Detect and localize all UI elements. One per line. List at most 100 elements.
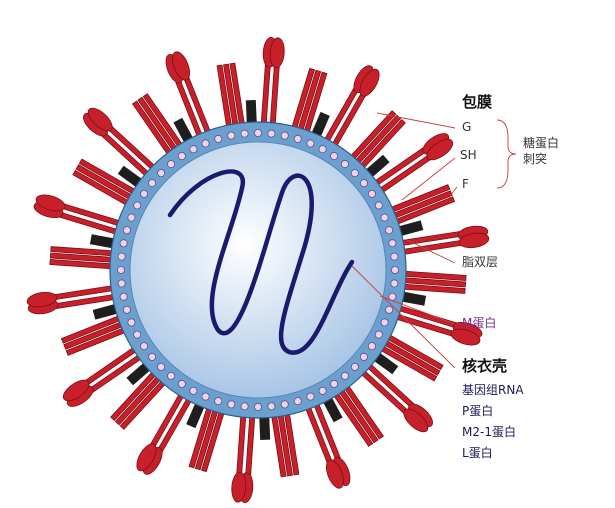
glycoprotein-spike: [369, 133, 454, 197]
m-protein-bead: [280, 131, 289, 140]
m-protein-bead: [318, 386, 327, 395]
sh-protein-block: [89, 234, 114, 249]
m-protein-bead: [267, 402, 276, 411]
sh-protein-block: [245, 99, 257, 123]
glycoprotein-spike: [398, 270, 467, 306]
label-g: G: [462, 120, 472, 134]
m-protein-bead: [340, 160, 349, 169]
m-protein-bead: [167, 371, 176, 380]
m-protein-bead: [350, 362, 359, 371]
sh-protein-block: [399, 220, 424, 236]
glycoprotein-spike: [356, 359, 433, 433]
m-protein-bead: [318, 145, 327, 154]
m-protein-bead: [127, 213, 136, 222]
glycoprotein-spike: [216, 62, 257, 132]
m-protein-bead: [330, 152, 339, 161]
label-envelope: 包膜: [462, 93, 493, 111]
sh-protein-block: [173, 117, 193, 142]
m-protein-bead: [306, 392, 315, 401]
glycoprotein-spike: [132, 93, 193, 159]
m-protein-bead: [140, 189, 149, 198]
m-protein-bead: [117, 252, 126, 261]
label-nucleocapsid: 核衣壳: [462, 357, 508, 375]
leader-line: [449, 186, 458, 197]
sh-protein-block: [366, 154, 390, 177]
m-protein-bead: [240, 129, 249, 138]
m-protein-bead: [201, 392, 210, 401]
leader-line: [401, 157, 456, 201]
m-protein-bead: [280, 400, 289, 409]
m-protein-bead: [189, 145, 198, 154]
m-protein-bead: [227, 131, 236, 140]
label-genome-rna: 基因组RNA: [462, 383, 524, 397]
leader-line: [496, 119, 517, 189]
label-p-protein: P蛋白: [462, 404, 494, 418]
sh-protein-block: [402, 291, 427, 306]
label-m21-protein: M2-1蛋白: [462, 425, 516, 439]
m-protein-bead: [122, 226, 131, 235]
m-protein-bead: [133, 330, 142, 339]
m-protein-bead: [385, 226, 394, 235]
glycoprotein-spike: [259, 408, 300, 478]
m-protein-bead: [227, 400, 236, 409]
m-protein-bead: [119, 239, 128, 248]
m-protein-bead: [374, 201, 383, 210]
m-protein-bead: [127, 318, 136, 327]
m-protein-layer: [117, 128, 399, 411]
sh-protein-block: [259, 417, 271, 441]
m-protein-bead: [374, 330, 383, 339]
glycoprotein-spike: [374, 332, 444, 382]
m-protein-bead: [306, 139, 315, 148]
glycoprotein-spike: [260, 36, 285, 131]
leader-lines: [351, 112, 517, 369]
leader-line: [351, 265, 456, 369]
m-protein-bead: [214, 134, 223, 143]
m-protein-bead: [177, 152, 186, 161]
glycoprotein-spike: [165, 51, 213, 143]
glycoprotein-spike: [136, 388, 195, 475]
m-protein-bead: [367, 189, 376, 198]
label-spike: 刺突: [523, 152, 548, 166]
glycoprotein-spike: [386, 184, 456, 236]
m-protein-bead: [267, 129, 276, 138]
m-protein-bead: [122, 305, 131, 314]
leader-line: [379, 295, 456, 325]
glycoprotein-spike: [390, 303, 483, 346]
label-f: F: [462, 177, 469, 191]
m-protein-bead: [293, 134, 302, 143]
m-protein-bead: [388, 239, 397, 248]
m-protein-bead: [157, 169, 166, 178]
m-protein-bead: [189, 386, 198, 395]
glycoprotein-spike: [110, 363, 170, 430]
label-lipid-bilayer: 脂双层: [462, 255, 499, 269]
m-protein-bead: [367, 342, 376, 351]
m-protein-bead: [390, 265, 399, 274]
m-protein-bead: [148, 179, 157, 188]
sh-protein-block: [126, 363, 150, 386]
sh-protein-block: [186, 403, 205, 429]
m-protein-bead: [380, 318, 389, 327]
glycoprotein-spike: [323, 381, 384, 447]
m-protein-bead: [133, 201, 142, 210]
m-protein-bead: [157, 362, 166, 371]
label-glycoprotein: 糖蛋白: [523, 136, 560, 150]
m-protein-bead: [119, 292, 128, 301]
label-l-protein: L蛋白: [462, 446, 493, 460]
glycoprotein-spike: [303, 397, 351, 489]
m-protein-bead: [390, 279, 399, 288]
leader-line: [406, 239, 456, 264]
m-protein-bead: [201, 139, 210, 148]
sh-protein-block: [323, 398, 343, 423]
glycoprotein-spike: [49, 234, 118, 270]
label-m-protein: M蛋白: [462, 316, 497, 330]
m-protein-bead: [340, 371, 349, 380]
m-protein-bead: [167, 160, 176, 169]
m-protein-bead: [293, 397, 302, 406]
m-protein-bead: [380, 213, 389, 222]
m-protein-bead: [240, 402, 249, 411]
glycoprotein-spike: [83, 107, 160, 181]
sh-protein-block: [311, 111, 330, 137]
m-protein-bead: [148, 352, 157, 361]
glycoprotein-spike: [33, 194, 126, 237]
